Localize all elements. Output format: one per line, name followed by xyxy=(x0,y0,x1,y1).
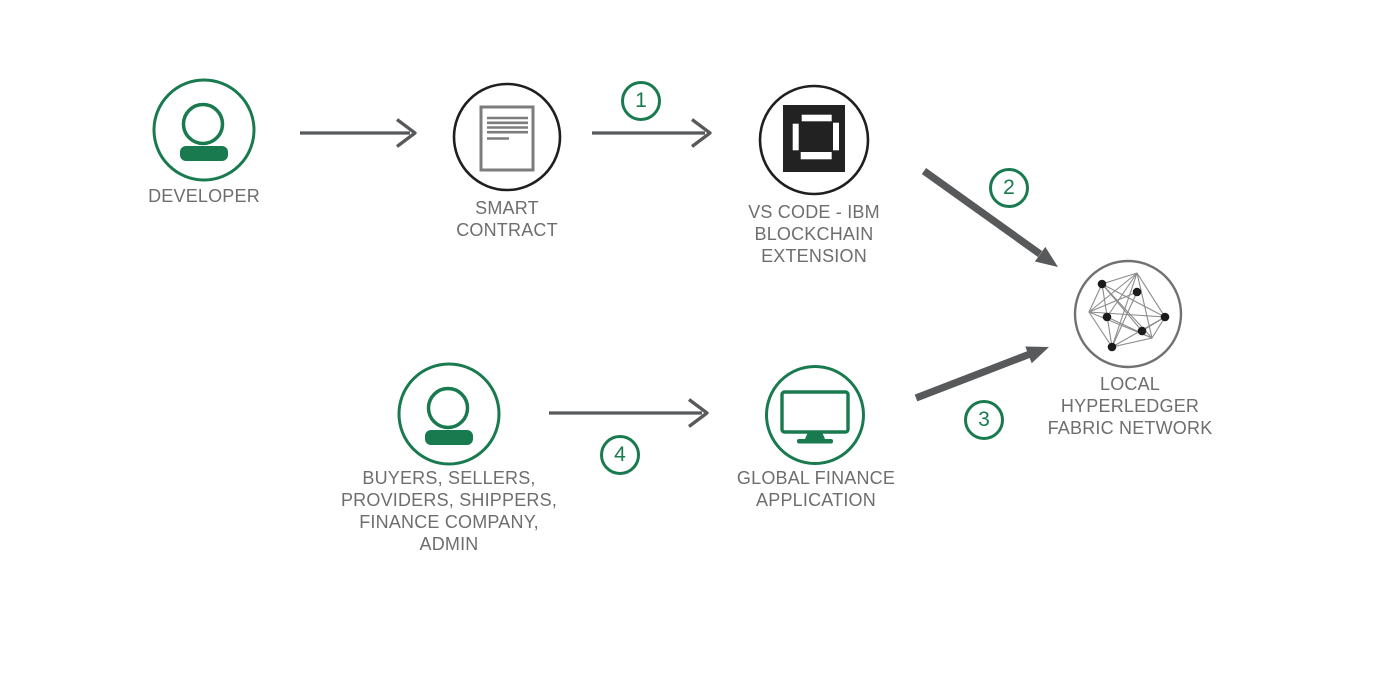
node-label-smart-contract: SMART CONTRACT xyxy=(377,197,637,241)
node-label-fabric-network: LOCAL HYPERLEDGER FABRIC NETWORK xyxy=(1000,373,1260,439)
label-line: BLOCKCHAIN xyxy=(754,224,874,244)
arrow-smart-contract-to-extension xyxy=(592,118,712,148)
label-line: DEVELOPER xyxy=(148,186,260,206)
label-line: LOCAL xyxy=(1099,374,1161,394)
node-label-extension: VS CODE - IBM BLOCKCHAIN EXTENSION xyxy=(684,201,944,267)
step-badge-2: 2 xyxy=(989,168,1029,208)
label-line: APPLICATION xyxy=(756,490,876,510)
ibm-blockchain-extension-icon xyxy=(758,84,870,196)
network-mesh-icon xyxy=(1073,259,1183,369)
label-line: EXTENSION xyxy=(761,246,867,266)
arrow-application-to-network xyxy=(914,346,1049,402)
arrow-users-to-application xyxy=(549,398,709,428)
step-badge-1: 1 xyxy=(621,81,661,121)
person-icon xyxy=(152,78,256,182)
arrow-extension-to-network xyxy=(921,168,1058,267)
monitor-icon xyxy=(765,365,865,465)
step-badge-number: 4 xyxy=(614,443,626,466)
label-line: GLOBAL FINANCE xyxy=(736,468,896,488)
label-line: CONTRACT xyxy=(456,220,558,240)
step-badge-number: 1 xyxy=(635,89,647,112)
label-line: PROVIDERS, SHIPPERS, xyxy=(340,490,558,510)
person-icon xyxy=(397,362,501,466)
step-badge-3: 3 xyxy=(964,400,1004,440)
document-icon xyxy=(452,82,562,192)
node-label-global-finance: GLOBAL FINANCE APPLICATION xyxy=(686,467,946,511)
label-line: SMART xyxy=(475,198,539,218)
node-label-developer: DEVELOPER xyxy=(74,185,334,207)
label-line: ADMIN xyxy=(419,534,479,554)
node-label-users: BUYERS, SELLERS, PROVIDERS, SHIPPERS, FI… xyxy=(319,467,579,555)
label-line: VS CODE - IBM xyxy=(748,202,880,222)
step-badge-4: 4 xyxy=(600,435,640,475)
label-line: HYPERLEDGER xyxy=(1060,396,1200,416)
step-badge-number: 2 xyxy=(1003,176,1015,199)
label-line: BUYERS, SELLERS, xyxy=(362,468,536,488)
label-line: FINANCE COMPANY, xyxy=(359,512,539,532)
step-badge-number: 3 xyxy=(978,408,990,431)
label-line: FABRIC NETWORK xyxy=(1047,418,1213,438)
arrow-developer-to-smart-contract xyxy=(300,118,417,148)
